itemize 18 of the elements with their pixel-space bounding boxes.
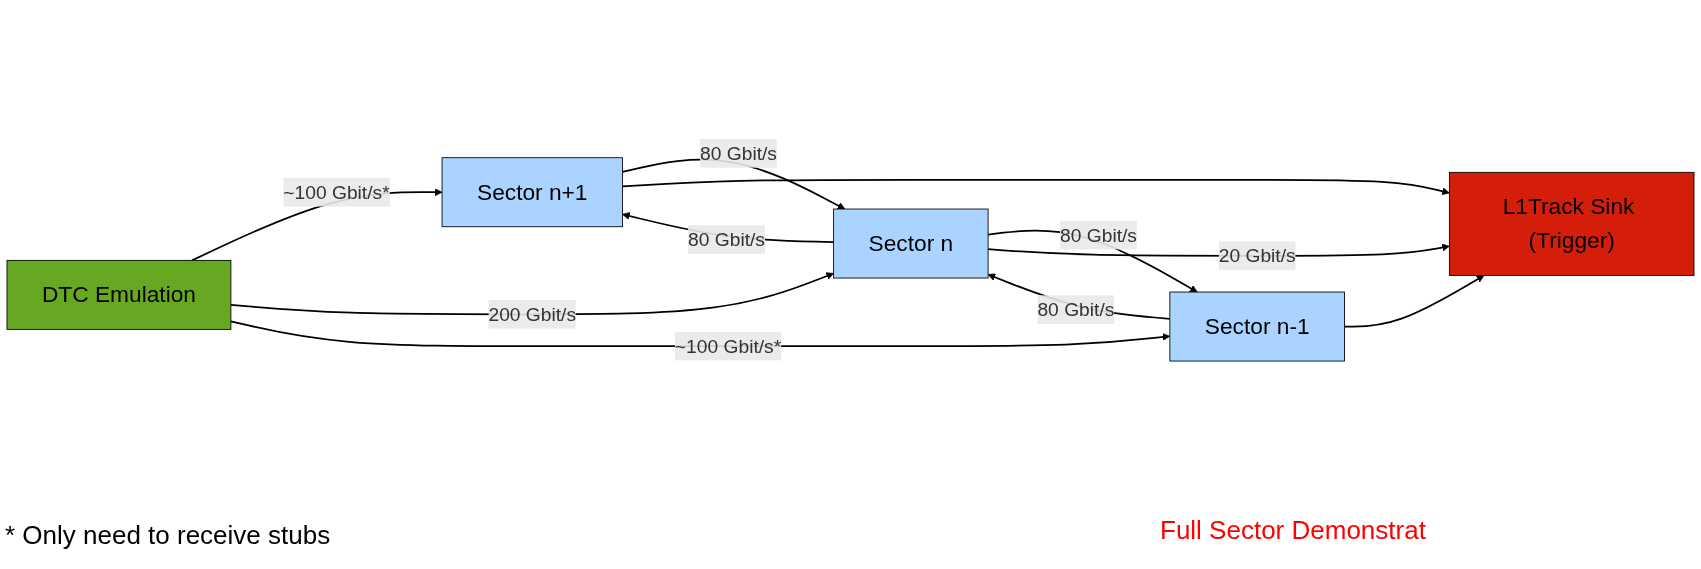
note-text: Full Sector Demonstrat — [1160, 515, 1426, 546]
edge-label: 80 Gbit/s — [1037, 298, 1115, 321]
edge-label: 80 Gbit/s — [688, 228, 765, 251]
footnote: * Only need to receive stubs — [5, 520, 331, 551]
node-box: Sector n-1 — [1169, 291, 1345, 362]
edge-label: ~100 Gbit/s* — [674, 335, 782, 358]
edge-label: 20 Gbit/s — [1218, 244, 1296, 267]
edge-label: 80 Gbit/s — [700, 142, 777, 165]
edge-label: ~100 Gbit/s* — [283, 181, 390, 204]
node-box: L1Track Sink (Trigger) — [1448, 171, 1695, 276]
node-box: DTC Emulation — [6, 259, 232, 330]
arrow — [621, 178, 1450, 196]
node-box: Sector n — [833, 208, 989, 279]
edge-label: 200 Gbit/s — [488, 303, 577, 326]
node-box: Sector n+1 — [441, 157, 623, 228]
edge-label: 80 Gbit/s — [1060, 224, 1137, 247]
arrow — [1343, 275, 1485, 328]
arrow — [230, 320, 1171, 348]
